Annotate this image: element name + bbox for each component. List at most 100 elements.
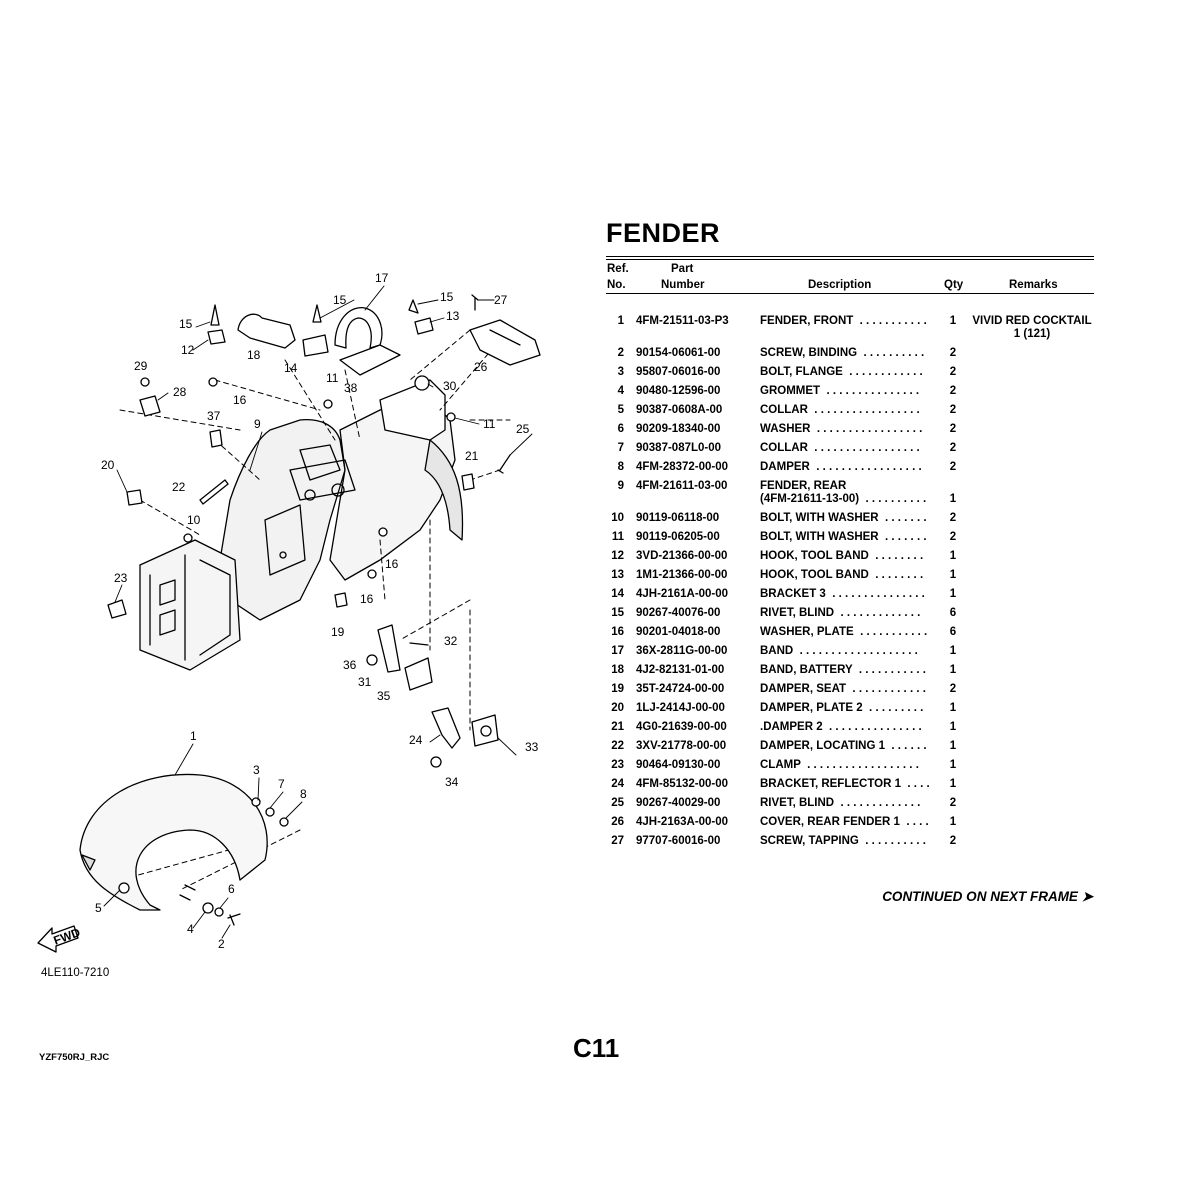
part-number-cell: 4FM-21611-03-00 (636, 480, 728, 492)
callout-20: 20 (101, 458, 115, 472)
description-cell: COVER, REAR FENDER 1 . . . . (760, 816, 929, 828)
ref-cell: 2 (617, 347, 624, 359)
ref-cell: 20 (611, 702, 624, 714)
callout-10: 10 (187, 513, 201, 527)
callout-25: 25 (516, 422, 530, 436)
callout-7: 7 (278, 777, 285, 791)
hardware-parts-drawing (107, 294, 541, 768)
qty-cell: 2 (949, 461, 957, 473)
callout-8: 8 (300, 787, 307, 801)
description-cell: BAND . . . . . . . . . . . . . . . . . .… (760, 645, 918, 657)
ref-cell: 22 (611, 740, 624, 752)
callout-16c: 16 (360, 592, 374, 606)
description-cell: DAMPER, PLATE 2 . . . . . . . . . (760, 702, 924, 714)
header-ref-1: Ref. (607, 263, 629, 275)
ref-cell: 21 (611, 721, 624, 733)
callout-3: 3 (253, 763, 260, 777)
ref-cell: 7 (617, 442, 624, 454)
callout-11b: 11 (483, 417, 496, 431)
qty-cell: 2 (949, 442, 957, 454)
ref-cell: 11 (611, 531, 624, 543)
part-number-cell: 36X-2811G-00-00 (636, 645, 728, 657)
description-cell: DAMPER, SEAT . . . . . . . . . . . . (760, 683, 926, 695)
callout-32: 32 (444, 634, 458, 648)
description-cell: BOLT, WITH WASHER . . . . . . . (760, 531, 927, 543)
ref-cell: 25 (611, 797, 624, 809)
ref-cell: 26 (611, 816, 624, 828)
ref-cell: 5 (617, 404, 624, 416)
part-number-cell: 4JH-2163A-00-00 (636, 816, 729, 828)
ref-cell: 10 (611, 512, 624, 524)
description-cell: GROMMET . . . . . . . . . . . . . . . (760, 385, 920, 397)
description-cell: WASHER . . . . . . . . . . . . . . . . . (760, 423, 923, 435)
callout-16b: 16 (385, 557, 399, 571)
qty-cell: 2 (949, 347, 957, 359)
table-row: 26 4JH-2163A-00-00 COVER, REAR FENDER 1 . … (606, 816, 1096, 835)
callout-6: 6 (228, 882, 235, 896)
ref-cell: 13 (611, 569, 624, 581)
callout-35: 35 (377, 689, 391, 703)
part-number-cell: 3XV-21778-00-00 (636, 740, 727, 752)
callout-27: 27 (494, 293, 508, 307)
ref-cell: 17 (611, 645, 624, 657)
callout-24: 24 (409, 733, 423, 747)
qty-cell: 2 (949, 683, 957, 695)
part-number-cell: 90387-087L0-00 (636, 442, 722, 454)
part-number-cell: 90387-0608A-00 (636, 404, 723, 416)
header-remarks: Remarks (1009, 279, 1058, 291)
qty-cell: 1 (949, 493, 957, 505)
qty-cell: 1 (949, 550, 957, 562)
front-fender-drawing (79, 773, 289, 926)
qty-cell: 6 (949, 626, 957, 638)
description-cell: DAMPER, LOCATING 1 . . . . . . (760, 740, 927, 752)
callout-22: 22 (172, 480, 186, 494)
callout-31: 31 (358, 675, 372, 689)
model-code: YZF750RJ_RJC (39, 1052, 110, 1063)
part-number-cell: 90480-12596-00 (636, 385, 721, 397)
part-number-cell: 95807-06016-00 (636, 366, 721, 378)
callout-16a: 16 (233, 393, 247, 407)
callout-21: 21 (465, 449, 479, 463)
ref-cell: 8 (617, 461, 624, 473)
qty-cell: 2 (949, 797, 957, 809)
description-cell: BRACKET, REFLECTOR 1 . . . . (760, 778, 930, 790)
part-number-cell: 35T-24724-00-00 (636, 683, 725, 695)
qty-cell: 1 (949, 721, 957, 733)
qty-cell: 2 (949, 385, 957, 397)
fwd-label: FWD (52, 925, 83, 948)
continued-note: CONTINUED ON NEXT FRAME ➤ (882, 889, 1093, 904)
callout-26: 26 (474, 360, 488, 374)
qty-cell: 1 (949, 645, 957, 657)
header-part-1: Part (671, 263, 694, 275)
qty-cell: 1 (949, 778, 957, 790)
callout-23: 23 (114, 571, 128, 585)
ref-cell: 1 (617, 315, 624, 327)
description-cell: HOOK, TOOL BAND . . . . . . . . (760, 550, 924, 562)
part-number-cell: 90267-40029-00 (636, 797, 721, 809)
part-number-cell: 4FM-85132-00-00 (636, 778, 729, 790)
description-cell: DAMPER . . . . . . . . . . . . . . . . . (760, 461, 922, 473)
callout-4: 4 (187, 922, 194, 936)
description-cell: .DAMPER 2 . . . . . . . . . . . . . . . (760, 721, 922, 733)
description-cell: WASHER, PLATE . . . . . . . . . . . (760, 626, 928, 638)
callout-15a: 15 (179, 317, 193, 331)
qty-cell: 1 (949, 816, 957, 828)
part-number-cell: 97707-60016-00 (636, 835, 721, 847)
qty-cell: 2 (949, 423, 957, 435)
qty-cell: 1 (949, 588, 957, 600)
qty-cell: 2 (949, 366, 957, 378)
title-divider-2 (606, 259, 1094, 260)
